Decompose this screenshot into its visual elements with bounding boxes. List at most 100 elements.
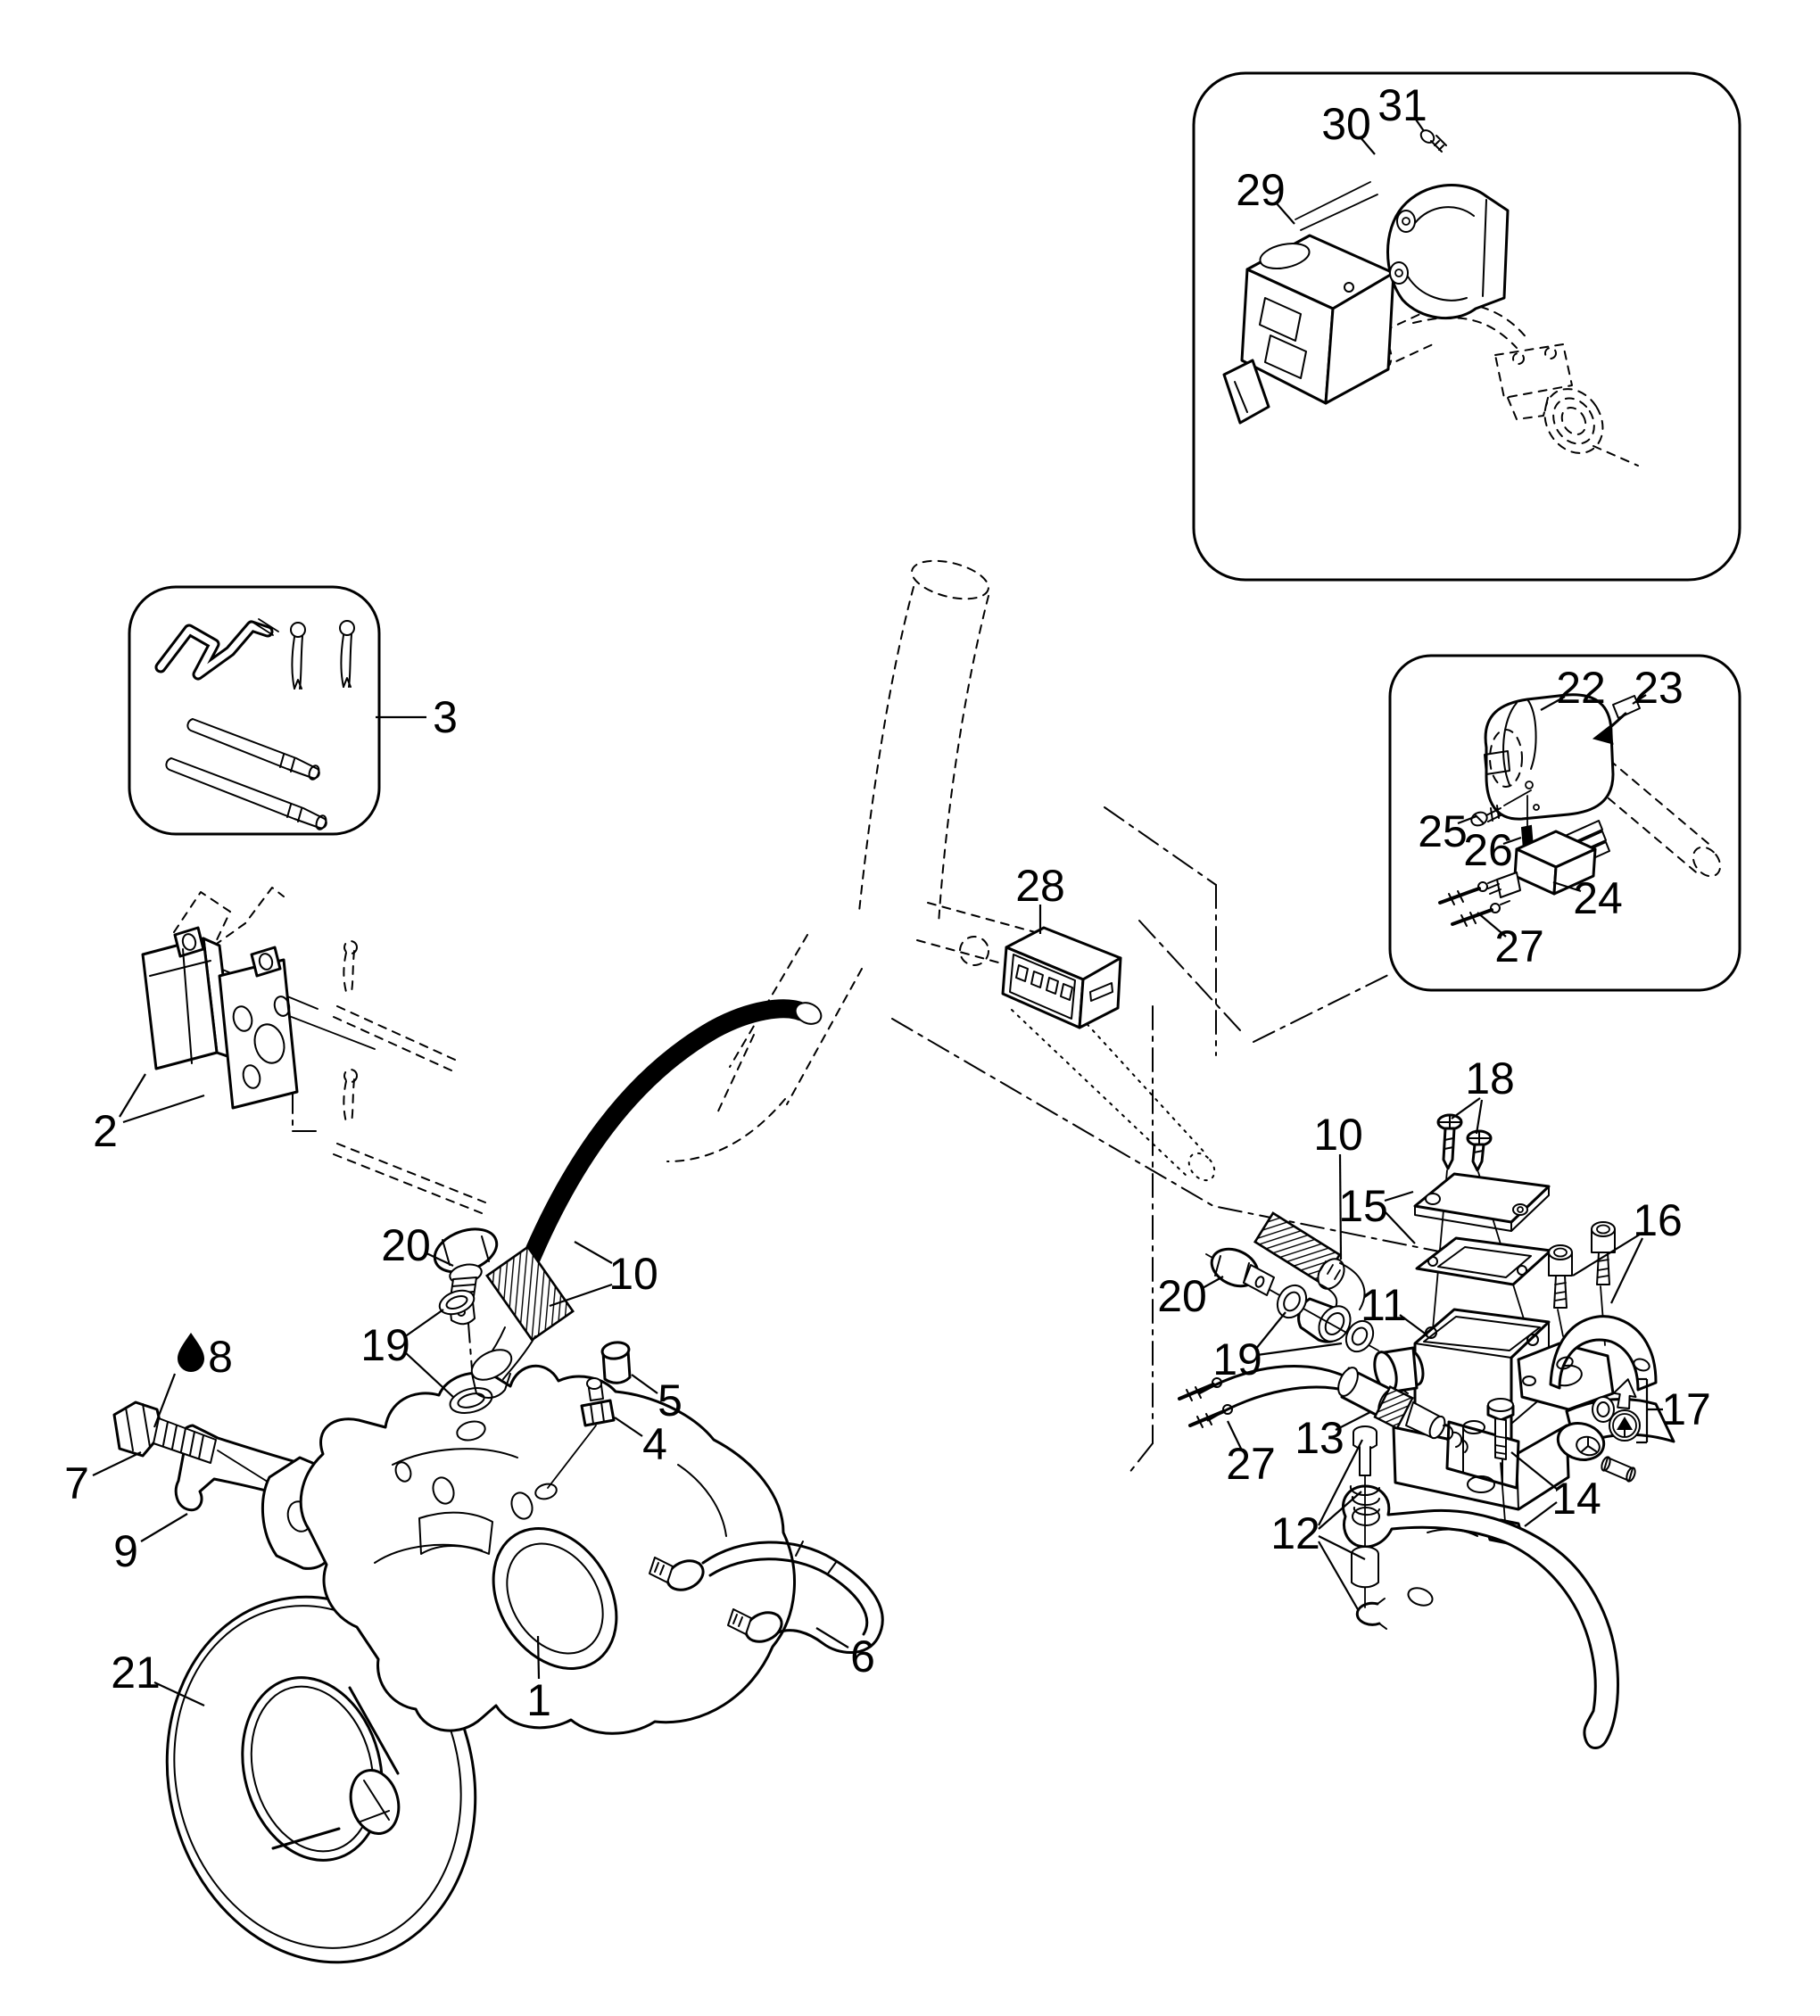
lubricant-droplet-icon: [178, 1333, 204, 1372]
callout-leader-31: [1413, 116, 1425, 132]
callout-21: 21: [111, 1648, 161, 1698]
callout-leader-9: [140, 1513, 188, 1542]
switch-housing-cover-30: [1386, 184, 1510, 320]
callout-leader-10b: [1338, 1153, 1343, 1260]
callout-leader-1: [536, 1635, 541, 1680]
reservoir-11: [1399, 1308, 1551, 1442]
screw-31: [1419, 129, 1447, 153]
callout-14: 14: [1551, 1474, 1601, 1524]
callout-10b: 10: [1313, 1110, 1363, 1160]
callout-leader-16: [1610, 1237, 1643, 1304]
callout-leader-10a: [574, 1241, 613, 1264]
inset-box-brake-light-switch: [1388, 654, 1741, 992]
handlebar-clamp-16: [1548, 1221, 1658, 1392]
switch-housing-22: [1484, 693, 1615, 821]
washer-oring-19-right: [1276, 1284, 1375, 1353]
callout-leader-15: [1384, 1190, 1414, 1202]
callout-leader-19b: [1254, 1311, 1286, 1351]
callout-26: 26: [1463, 825, 1513, 875]
callout-leader-26: [1502, 836, 1522, 846]
label-plate-23: [1612, 695, 1641, 719]
brake-hose-10-right: [1253, 1211, 1366, 1343]
callout-22: 22: [1556, 663, 1606, 713]
callout-2: 2: [93, 1106, 118, 1156]
pivot-bolt-14: [1485, 1398, 1524, 1545]
callout-leader-27a: [1477, 912, 1507, 938]
callout-leader-10a: [549, 1283, 613, 1308]
callout-leader-11: [1399, 1314, 1428, 1336]
repair-kit-17: [1592, 1378, 1641, 1442]
callout-leader-22: [1540, 696, 1566, 711]
brake-line-6: [649, 1541, 884, 1655]
callout-leader-20b: [1200, 1276, 1224, 1290]
callout-leader-2: [122, 1094, 205, 1124]
wire-terminals-27-inset: [1438, 879, 1510, 927]
switch-24: [1487, 820, 1610, 898]
wire-terminals-27-main: [1178, 1377, 1233, 1428]
callout-leader-12: [1318, 1439, 1363, 1526]
callout-leader-19a: [403, 1351, 455, 1399]
callout-30: 30: [1321, 99, 1371, 149]
mounting-bolt-7: [112, 1400, 338, 1526]
callout-10a: 10: [608, 1249, 658, 1299]
callout-28: 28: [1015, 861, 1065, 911]
callout-20a: 20: [381, 1220, 431, 1270]
reservoir-cover-15: [1413, 1172, 1551, 1232]
switch-housing-29: [1222, 181, 1395, 425]
callout-1: 1: [526, 1675, 551, 1725]
callout-leader-8: [153, 1373, 177, 1428]
callout-16: 16: [1633, 1195, 1683, 1245]
callout-19b: 19: [1212, 1334, 1262, 1384]
bleeder-cap-5: [600, 1341, 632, 1384]
callout-15: 15: [1338, 1181, 1388, 1231]
callout-6: 6: [850, 1632, 875, 1681]
callout-leader-20a: [424, 1252, 454, 1267]
screw-25: [1470, 789, 1532, 827]
callout-leader-2: [119, 1073, 146, 1118]
brake-caliper-1: [261, 1364, 796, 1735]
callout-leader-19b: [1256, 1342, 1343, 1357]
callout-25: 25: [1418, 806, 1468, 856]
callout-leader-7: [92, 1451, 142, 1476]
callout-leader-5: [631, 1374, 658, 1394]
callout-11: 11: [1361, 1280, 1407, 1330]
callout-5: 5: [658, 1376, 682, 1425]
callout-leader-25: [1457, 814, 1477, 825]
callout-leader-19a: [403, 1309, 444, 1338]
callout-8: 8: [208, 1332, 233, 1382]
callout-leader-27b: [1227, 1420, 1243, 1451]
handlebar-ghost-center: [666, 559, 1091, 1162]
callout-13: 13: [1295, 1413, 1344, 1463]
callout-29: 29: [1236, 165, 1286, 215]
callout-18: 18: [1465, 1053, 1515, 1103]
callout-leader-15: [1384, 1210, 1416, 1244]
handlebar-ghost-right: [1011, 986, 1216, 1182]
callout-3: 3: [433, 692, 458, 742]
callout-leader-14: [1510, 1451, 1559, 1491]
connector-28: [1001, 926, 1122, 1029]
callout-leader-12: [1318, 1491, 1362, 1530]
callout-leader-24: [1552, 880, 1582, 893]
brake-hose-10: [470, 999, 823, 1399]
callout-31: 31: [1377, 80, 1427, 130]
callout-27b: 27: [1226, 1439, 1276, 1489]
callout-leader-21: [153, 1681, 205, 1706]
callout-leader-12: [1318, 1541, 1360, 1612]
callout-leader-12: [1318, 1535, 1366, 1560]
direction-arrow-icon: [1612, 1378, 1637, 1409]
assembly-arrow-icon: [1592, 712, 1627, 745]
washers-19-left: [438, 1289, 493, 1415]
callout-24: 24: [1573, 873, 1623, 923]
pad-spring-clip: [154, 618, 279, 681]
callout-23: 23: [1634, 663, 1684, 713]
callout-leader-16: [1572, 1232, 1643, 1277]
inset-box-hardware-kit: [128, 585, 381, 836]
callout-19a: 19: [360, 1320, 410, 1370]
pad-pins: [165, 718, 327, 830]
bleeder-valve-4: [547, 1377, 616, 1489]
brake-lever: [1342, 1484, 1619, 1749]
callout-leader-14: [1524, 1501, 1558, 1527]
callout-leader-4: [614, 1417, 643, 1437]
callout-20b: 20: [1157, 1271, 1207, 1321]
